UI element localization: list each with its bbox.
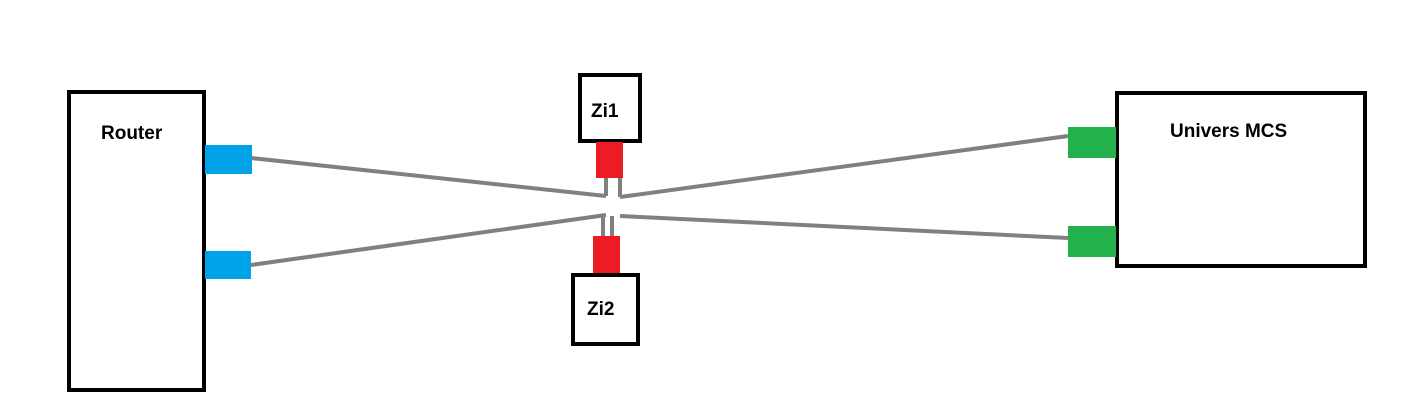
univers-ports: [1068, 127, 1116, 257]
zi1-box: [578, 73, 642, 143]
router-port-2: [205, 251, 251, 279]
zi1-node: Zi1: [578, 73, 642, 178]
univers-box: [1115, 91, 1367, 268]
router-label: Router: [101, 123, 163, 144]
cable-univers-bottom: [619, 214, 1069, 240]
router-node: Router: [67, 90, 206, 392]
router-port-1: [205, 145, 252, 174]
zi2-box: [571, 273, 640, 346]
zi2-connector: [593, 236, 620, 273]
zi1-label: Zi1: [591, 101, 619, 122]
router-ports: [205, 145, 252, 279]
univers-node: Univers MCS: [1115, 91, 1367, 268]
router-box: [67, 90, 206, 392]
cables: [250, 134, 1069, 267]
univers-label: Univers MCS: [1170, 121, 1287, 142]
univers-port-1: [1068, 127, 1116, 158]
univers-port-2: [1068, 226, 1116, 257]
cable-router-top: [250, 156, 607, 198]
zi1-connector: [596, 142, 623, 178]
zi2-label: Zi2: [587, 299, 614, 320]
cable-router-bottom: [250, 213, 607, 267]
zi2-node: Zi2: [571, 236, 640, 346]
cable-univers-top: [619, 134, 1069, 199]
